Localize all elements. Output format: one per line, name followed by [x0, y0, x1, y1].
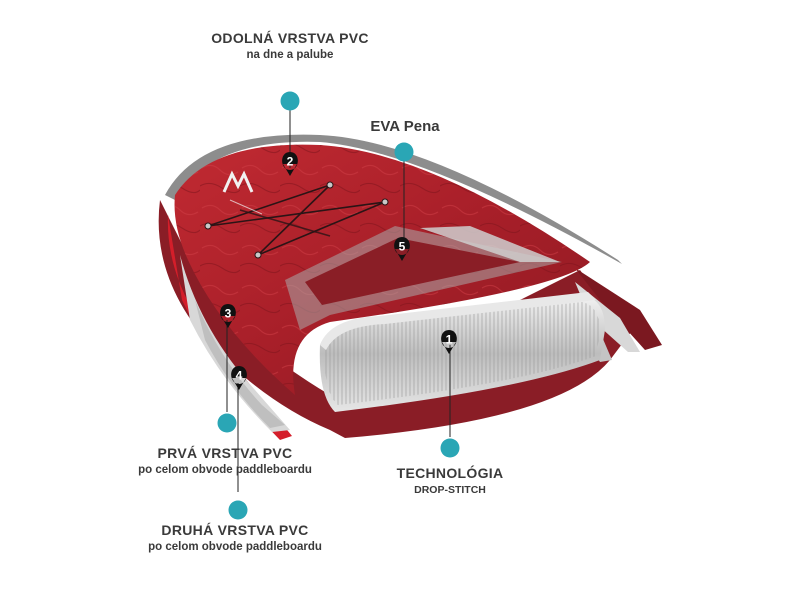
- svg-text:3: 3: [225, 307, 232, 321]
- callout-dot-2: [280, 91, 300, 111]
- svg-text:5: 5: [399, 240, 406, 254]
- eva-pad-inner: [305, 238, 520, 305]
- eva-pad-stripe: [420, 226, 560, 262]
- brand-logo: [222, 170, 263, 215]
- label-eva: EVA Pena: [355, 118, 455, 135]
- marker-4: 4: [231, 366, 247, 390]
- callout-dots: [217, 91, 460, 520]
- label-top-pvc: ODOLNÁ VRSTVA PVC na dne a palube: [190, 30, 390, 61]
- label-second-pvc-subtitle: po celom obvode paddleboardu: [148, 541, 322, 553]
- label-first-pvc-title: PRVÁ VRSTVA PVC: [157, 445, 293, 461]
- marker-1: 1: [441, 330, 457, 354]
- callout-dot-5: [394, 142, 414, 162]
- label-second-pvc-title: DRUHÁ VRSTVA PVC: [161, 522, 309, 538]
- label-technology: TECHNOLÓGIA DROP-STITCH: [380, 465, 520, 496]
- label-first-pvc-subtitle: po celom obvode paddleboardu: [138, 464, 312, 476]
- svg-text:2: 2: [287, 155, 294, 169]
- label-first-pvc: PRVÁ VRSTVA PVC po celom obvode paddlebo…: [110, 445, 340, 476]
- marker-2: 2: [282, 152, 298, 176]
- callout-dot-4: [228, 500, 248, 520]
- label-technology-title: TECHNOLÓGIA: [396, 465, 504, 481]
- marker-5: 5: [394, 237, 410, 261]
- svg-text:4: 4: [236, 369, 243, 383]
- label-top-pvc-subtitle: na dne a palube: [246, 49, 334, 61]
- label-technology-subtitle: DROP-STITCH: [414, 484, 486, 496]
- bungee-anchors: [204, 181, 389, 259]
- label-eva-title: EVA Pena: [370, 118, 440, 135]
- core-top-edge: [320, 292, 596, 350]
- callout-dot-1: [440, 438, 460, 458]
- label-second-pvc: DRUHÁ VRSTVA PVC po celom obvode paddleb…: [120, 522, 350, 553]
- pvc-layer-right-1: [575, 268, 662, 350]
- bungee-cords: [207, 184, 386, 256]
- callout-dot-3: [217, 413, 237, 433]
- marker-3: 3: [220, 304, 236, 328]
- svg-text:1: 1: [446, 333, 453, 347]
- label-top-pvc-title: ODOLNÁ VRSTVA PVC: [211, 30, 369, 46]
- drop-stitch-threads: [324, 302, 600, 405]
